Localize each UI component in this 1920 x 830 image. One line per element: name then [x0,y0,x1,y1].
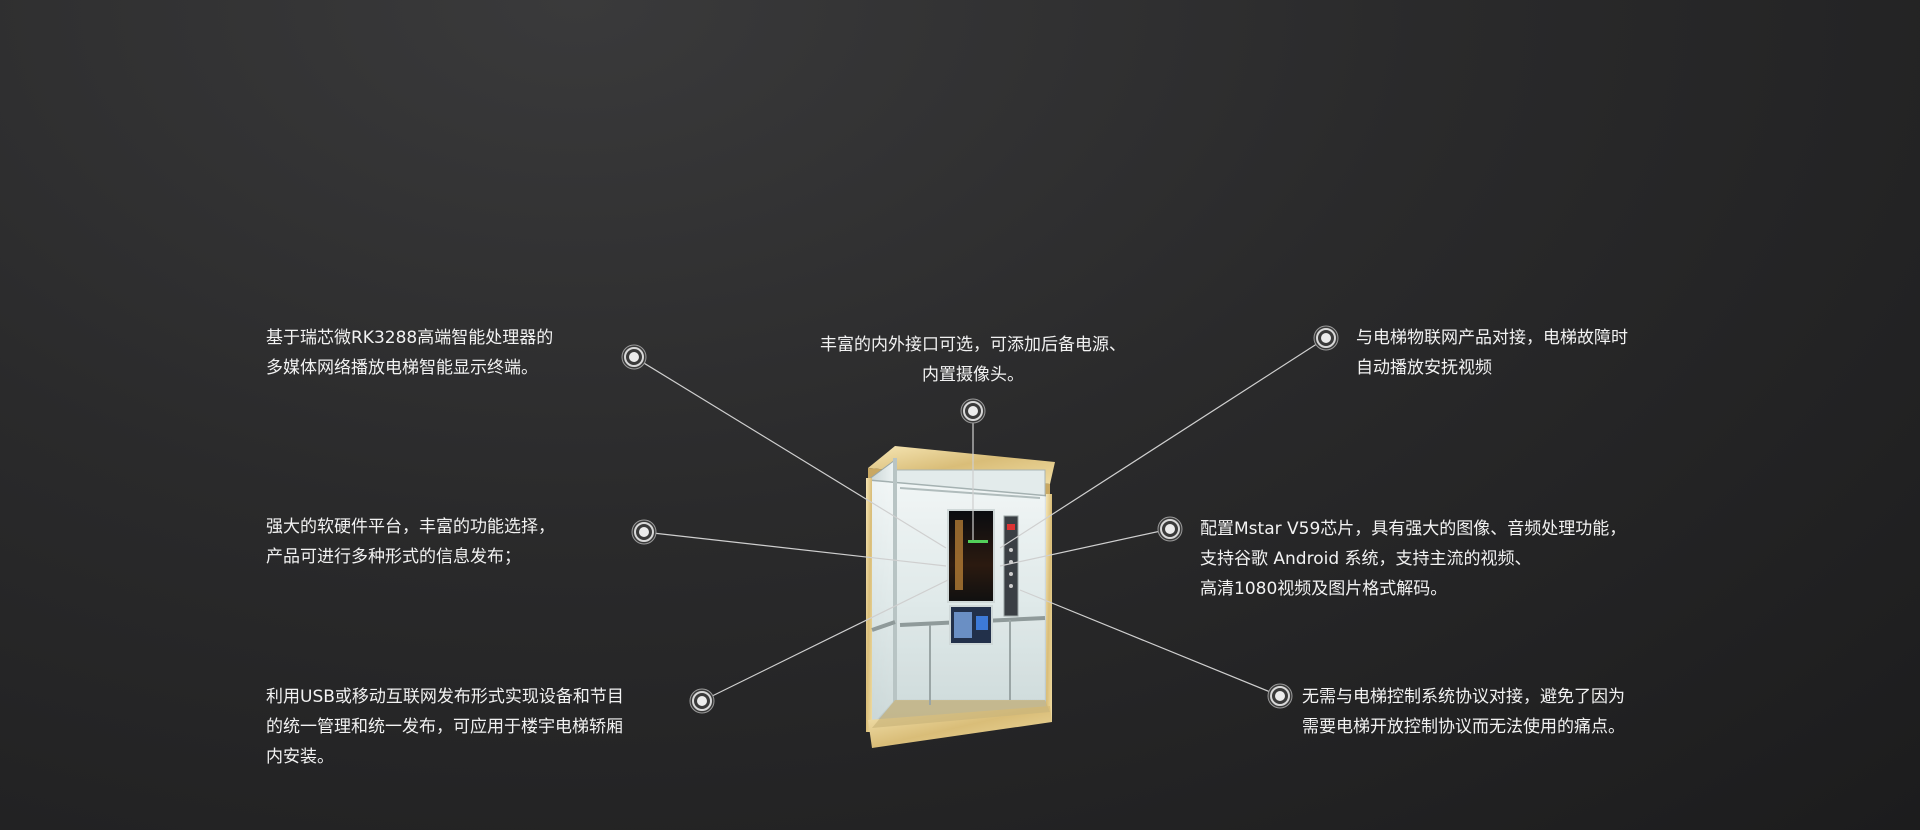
elevator-cabin-illustration [866,446,1055,748]
callout-dot-icon [1157,516,1183,542]
feature-line: 基于瑞芯微RK3288高端智能处理器的 [266,328,554,348]
feature-line: 内置摄像头。 [922,365,1024,385]
connector-line-bottom-left [701,579,949,702]
feature-text-top-center: 丰富的内外接口可选，可添加后备电源、 内置摄像头。 [798,330,1148,390]
feature-line: 丰富的内外接口可选，可添加后备电源、 [820,335,1126,355]
feature-text-mid-right: 配置Mstar V59芯片，具有强大的图像、音频处理功能， 支持谷歌 Andro… [1200,514,1626,604]
callout-dots [621,325,1339,714]
feature-line: 无需与电梯控制系统协议对接，避免了因为 [1302,687,1625,707]
callout-dot-icon [631,519,657,545]
feature-line: 的统一管理和统一发布，可应用于楼宇电梯轿厢 [266,717,623,737]
feature-line: 自动播放安抚视频 [1356,358,1492,378]
feature-line: 与电梯物联网产品对接，电梯故障时 [1356,328,1628,348]
feature-line: 内安装。 [266,747,334,767]
feature-line: 强大的软硬件平台，丰富的功能选择， [266,517,555,537]
connector-line-top-left [633,356,947,549]
feature-line: 利用USB或移动互联网发布形式实现设备和节目 [266,687,624,707]
callout-dot-icon [960,398,986,424]
feature-line: 多媒体网络播放电梯智能显示终端。 [266,358,538,378]
feature-line: 产品可进行多种形式的信息发布； [266,547,521,567]
callout-dot-icon [689,688,715,714]
feature-line: 高清1080视频及图片格式解码。 [1200,579,1448,599]
feature-text-bottom-left: 利用USB或移动互联网发布形式实现设备和节目 的统一管理和统一发布，可应用于楼宇… [266,682,624,772]
feature-text-top-left: 基于瑞芯微RK3288高端智能处理器的 多媒体网络播放电梯智能显示终端。 [266,323,553,383]
feature-text-bottom-right: 无需与电梯控制系统协议对接，避免了因为 需要电梯开放控制协议而无法使用的痛点。 [1302,682,1625,742]
connector-line-mid-right [999,528,1171,567]
callout-dot-icon [1267,683,1293,709]
feature-text-mid-left: 强大的软硬件平台，丰富的功能选择， 产品可进行多种形式的信息发布； [266,512,555,572]
connector-lines [633,337,1327,702]
connector-line-top-right [999,337,1327,549]
feature-text-top-right: 与电梯物联网产品对接，电梯故障时 自动播放安抚视频 [1356,323,1628,383]
connector-line-bottom-right [1019,589,1281,697]
feature-line: 配置Mstar V59芯片，具有强大的图像、音频处理功能， [1200,519,1627,539]
feature-line: 需要电梯开放控制协议而无法使用的痛点。 [1302,717,1625,737]
callout-dot-icon [621,344,647,370]
connector-line-mid-left [643,531,947,567]
feature-line: 支持谷歌 Android 系统，支持主流的视频、 [1200,549,1532,569]
callout-dot-icon [1313,325,1339,351]
